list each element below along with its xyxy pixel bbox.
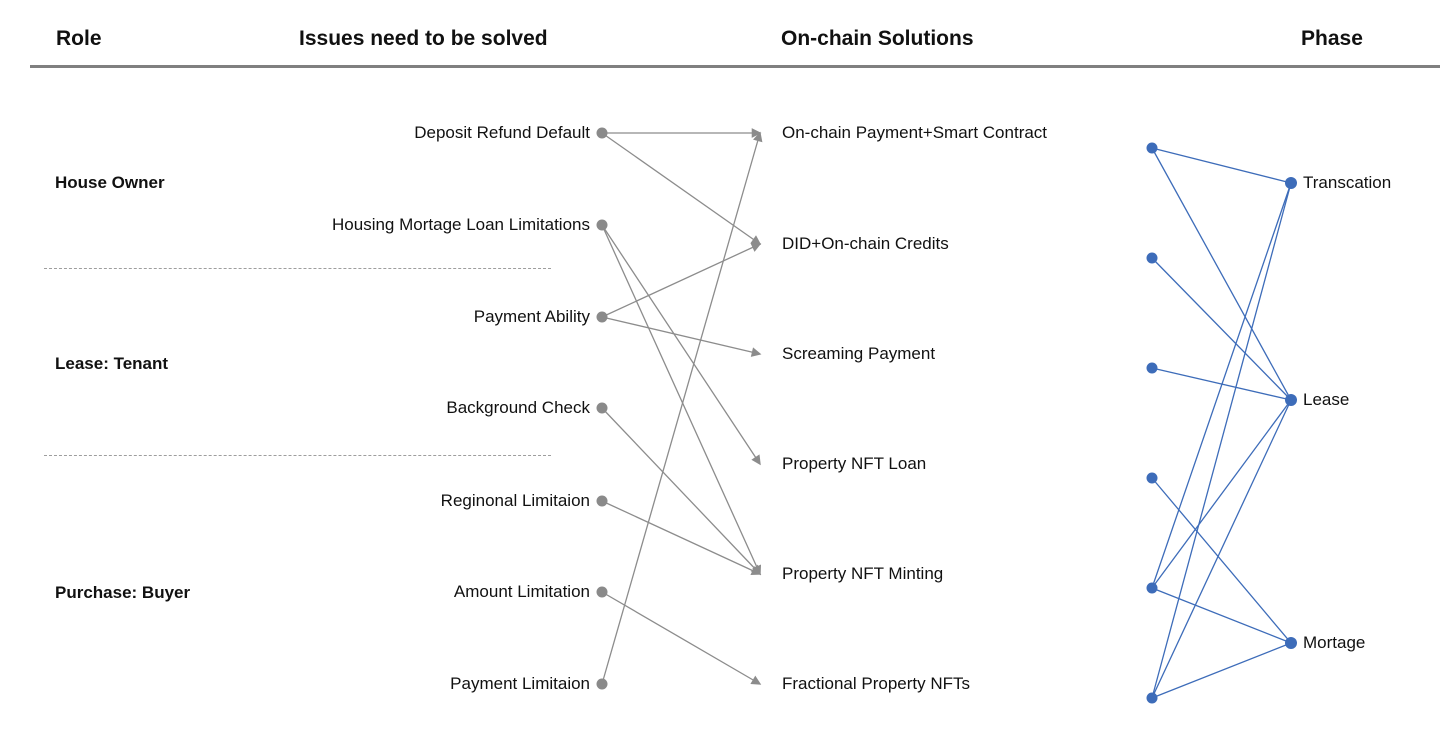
issue-dot	[596, 402, 608, 414]
solution-phase-link	[1151, 587, 1292, 644]
solution-node-dot	[1146, 362, 1158, 374]
phase-mortage: Mortage	[1303, 633, 1366, 652]
section-divider	[44, 268, 551, 269]
issue-solution-arrow	[601, 591, 762, 685]
solution-node-dot	[1146, 472, 1158, 484]
solution-phase-link	[1151, 182, 1292, 589]
phase-lease: Lease	[1303, 390, 1350, 409]
issue-background-check: Background Check	[446, 398, 590, 417]
solution-screaming-payment: Screaming Payment	[782, 344, 936, 363]
solution-phase-link	[1151, 477, 1292, 644]
issue-dot	[596, 495, 608, 507]
issue-solution-arrow	[601, 407, 762, 576]
column-header-role: Role	[56, 27, 102, 50]
issue-deposit-refund-default: Deposit Refund Default	[414, 123, 590, 142]
solution-phase-link	[1151, 182, 1292, 699]
issue-solution-arrow	[601, 500, 762, 575]
role-house-owner: House Owner	[55, 173, 165, 192]
issue-dot	[596, 219, 608, 231]
issue-solution-arrow	[601, 224, 762, 576]
issue-solution-arrow	[601, 224, 761, 466]
issue-payment-ability: Payment Ability	[473, 307, 590, 326]
issue-dot	[596, 678, 608, 690]
issue-amount-limitation: Amount Limitation	[453, 582, 590, 601]
solution-phase-link	[1151, 147, 1292, 401]
column-header-phase: Phase	[1301, 27, 1363, 50]
phase-node-dot	[1285, 177, 1297, 189]
issue-solution-arrow	[601, 131, 763, 685]
issue-solution-arrow	[601, 132, 762, 245]
solution-fractional-property-nfts: Fractional Property NFTs	[782, 674, 970, 693]
issue-reginonal-limitaion: Reginonal Limitaion	[440, 491, 590, 510]
issue-dot	[596, 586, 608, 598]
role-purchase-buyer: Purchase: Buyer	[55, 583, 191, 602]
column-header-issues: Issues need to be solved	[299, 27, 548, 50]
solution-phase-link	[1151, 257, 1292, 401]
solution-phase-link	[1151, 147, 1292, 184]
phase-node-dot	[1285, 394, 1297, 406]
issue-dot	[596, 311, 608, 323]
solution-phase-link	[1151, 642, 1292, 699]
solution-node-dot	[1146, 692, 1158, 704]
solution-property-nft-loan: Property NFT Loan	[782, 454, 927, 473]
issue-dot	[596, 127, 608, 139]
issue-solution-arrow	[601, 316, 762, 357]
solution-node-dot	[1146, 252, 1158, 264]
issue-solution-arrow	[601, 243, 762, 318]
solution-property-nft-minting: Property NFT Minting	[782, 564, 944, 583]
role-lease-tenant: Lease: Tenant	[55, 354, 169, 373]
solution-did-onchain-credits: DID+On-chain Credits	[782, 234, 949, 253]
issue-housing-mortage-loan-limitations: Housing Mortage Loan Limitations	[332, 215, 590, 234]
solution-node-dot	[1146, 582, 1158, 594]
column-header-solutions: On-chain Solutions	[781, 27, 974, 50]
phase-transcation: Transcation	[1303, 173, 1392, 192]
section-divider	[44, 455, 551, 456]
solution-phase-link	[1151, 399, 1292, 589]
header-rule	[30, 65, 1440, 68]
solution-onchain-payment-smart-contract: On-chain Payment+Smart Contract	[782, 123, 1048, 142]
solution-phase-link	[1151, 399, 1292, 699]
solution-node-dot	[1146, 142, 1158, 154]
phase-node-dot	[1285, 637, 1297, 649]
issue-payment-limitaion: Payment Limitaion	[450, 674, 590, 693]
